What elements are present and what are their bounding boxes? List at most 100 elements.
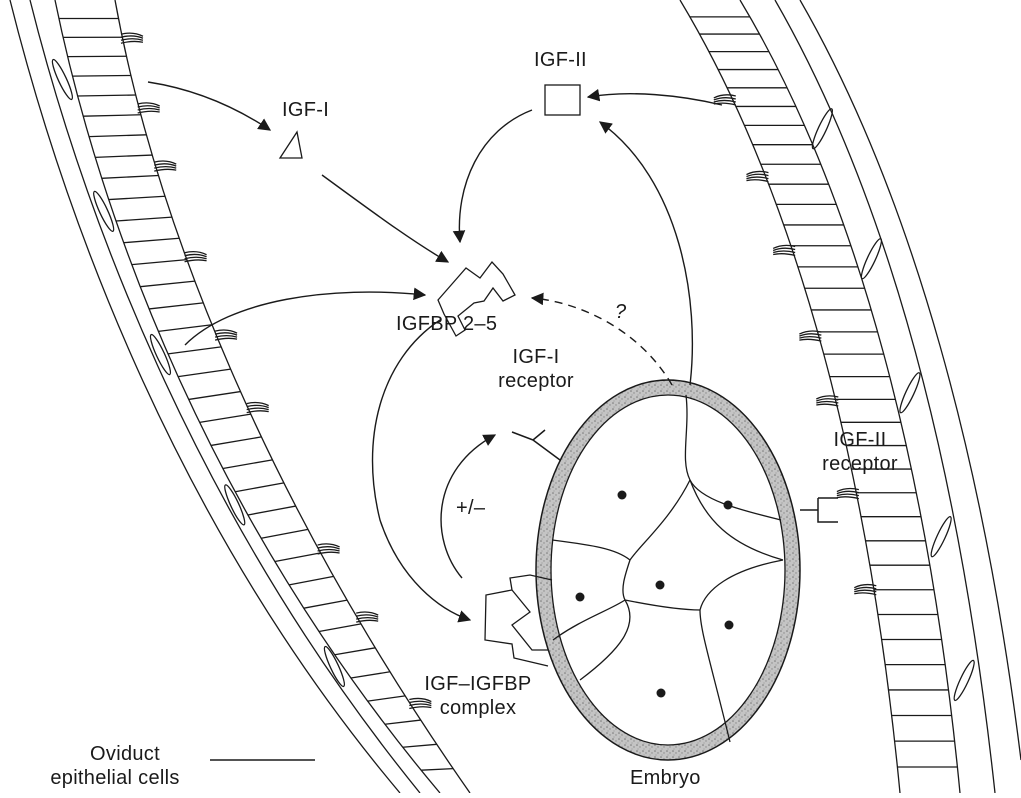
cilium [138,109,160,111]
nucleus [656,581,665,590]
cilium [816,402,838,404]
epithelial-cell-border [335,648,376,655]
cilium [854,587,876,589]
epithelial-cell-border [319,624,361,632]
cilia-tuft [121,33,143,43]
cilium [746,177,768,179]
nucleus [576,593,585,602]
cilium [318,547,340,549]
cilium [816,404,838,406]
embryo-inner-boundary [551,395,785,745]
question-mark-label: ? [615,300,626,324]
epithelial-cell-border [124,238,180,242]
cilium [215,336,237,338]
complex-label-line1: IGF–IGFBP [418,672,538,696]
embryo-label: Embryo [630,766,701,790]
cilium [121,36,143,38]
arrow-embryo-to-igf2 [600,122,692,385]
epithelial-cell-border [149,303,203,309]
cilium [154,167,176,169]
igf1-receptor-label-line1: IGF-I [496,345,576,369]
stroma-nucleus [897,371,923,414]
stroma-nucleus [928,515,954,558]
arrow-left-wall-to-igfbp [185,292,425,345]
epithelial-cell-border [421,769,453,771]
epithelial-cell-border [78,95,136,96]
left-epithelial-cell-borders [59,18,453,770]
cilium [185,254,207,256]
epithelial-cell-border [95,155,152,157]
cilia-tuft [138,103,160,113]
oviduct-label-line2: epithelial cells [30,766,200,790]
igfbp-label: IGFBP 2–5 [396,312,497,336]
epithelial-cell-border [235,483,284,492]
stroma-nucleus [148,333,174,376]
arrow-igf1-to-igfbp [322,175,448,262]
cilium [121,41,143,43]
epithelial-cell-border [304,600,347,608]
epithelial-cell-border [102,176,159,179]
epithelial-cell-border [83,115,141,116]
epithelial-cell-border [211,437,261,446]
oviduct-label: Oviduct epithelial cells [30,742,200,790]
igf2-square-icon [545,85,580,115]
cilium [773,251,795,253]
cilium [318,549,340,551]
complex-label-line2: complex [418,696,538,720]
cilium [247,408,269,410]
plus-minus-label: +/– [456,496,485,520]
igf1-label: IGF-I [282,98,329,122]
igf1-receptor-icon [512,430,560,460]
epithelial-cell-border [109,196,165,199]
cilium [854,590,876,592]
epithelial-cell-border [168,347,221,354]
left-wall-outer-line-2 [30,0,420,793]
cilium [854,593,876,595]
cilium [138,111,160,113]
epithelial-cell-border [261,529,308,538]
stroma-nucleus [809,107,835,150]
complex-label: IGF–IGFBP complex [418,672,538,720]
epithelial-cell-border [89,135,146,137]
igf2-receptor-label-line2: receptor [810,452,910,476]
cilia-tuft [154,161,176,171]
cilium [154,169,176,171]
cilium [714,100,736,102]
epithelial-cell-border [200,414,251,422]
epithelial-cell-border [116,217,172,221]
epithelial-cell-border [248,506,296,515]
stroma-nucleus [49,58,75,101]
epithelial-cell-border [351,672,390,678]
igf2-receptor-label: IGF-II receptor [810,428,910,476]
igf2-receptor-label-line1: IGF-II [810,428,910,452]
epithelial-cell-border [275,553,321,562]
cilium [138,106,160,108]
arrow-igf2-to-igfbp [459,110,532,242]
epithelial-cell-border [385,720,421,724]
cilium [121,39,143,41]
epithelial-cell-border [223,460,273,469]
cilium [185,260,207,262]
epithelial-cell-border [72,75,130,76]
cilium [746,180,768,182]
epithelial-cell-border [140,281,195,287]
igf2-label: IGF-II [534,48,587,72]
igf2-receptor-icon [800,498,838,522]
cilium [799,339,821,341]
left-oviduct-wall [10,0,470,793]
igf1-triangle-icon [280,132,302,158]
left-cilia-tufts [121,33,431,708]
epithelial-cell-border [189,392,241,400]
epithelial-cell-border [368,696,405,701]
igf1-receptor-label-line2: receptor [496,369,576,393]
cilium [215,333,237,335]
embryo [536,380,800,760]
epithelial-cell-border [178,369,231,377]
cilium [773,254,795,256]
cilia-tuft [185,252,207,262]
epithelial-cell-border [289,576,334,584]
nucleus [657,689,666,698]
epithelial-cell-border [403,744,437,747]
cilium [356,615,378,617]
